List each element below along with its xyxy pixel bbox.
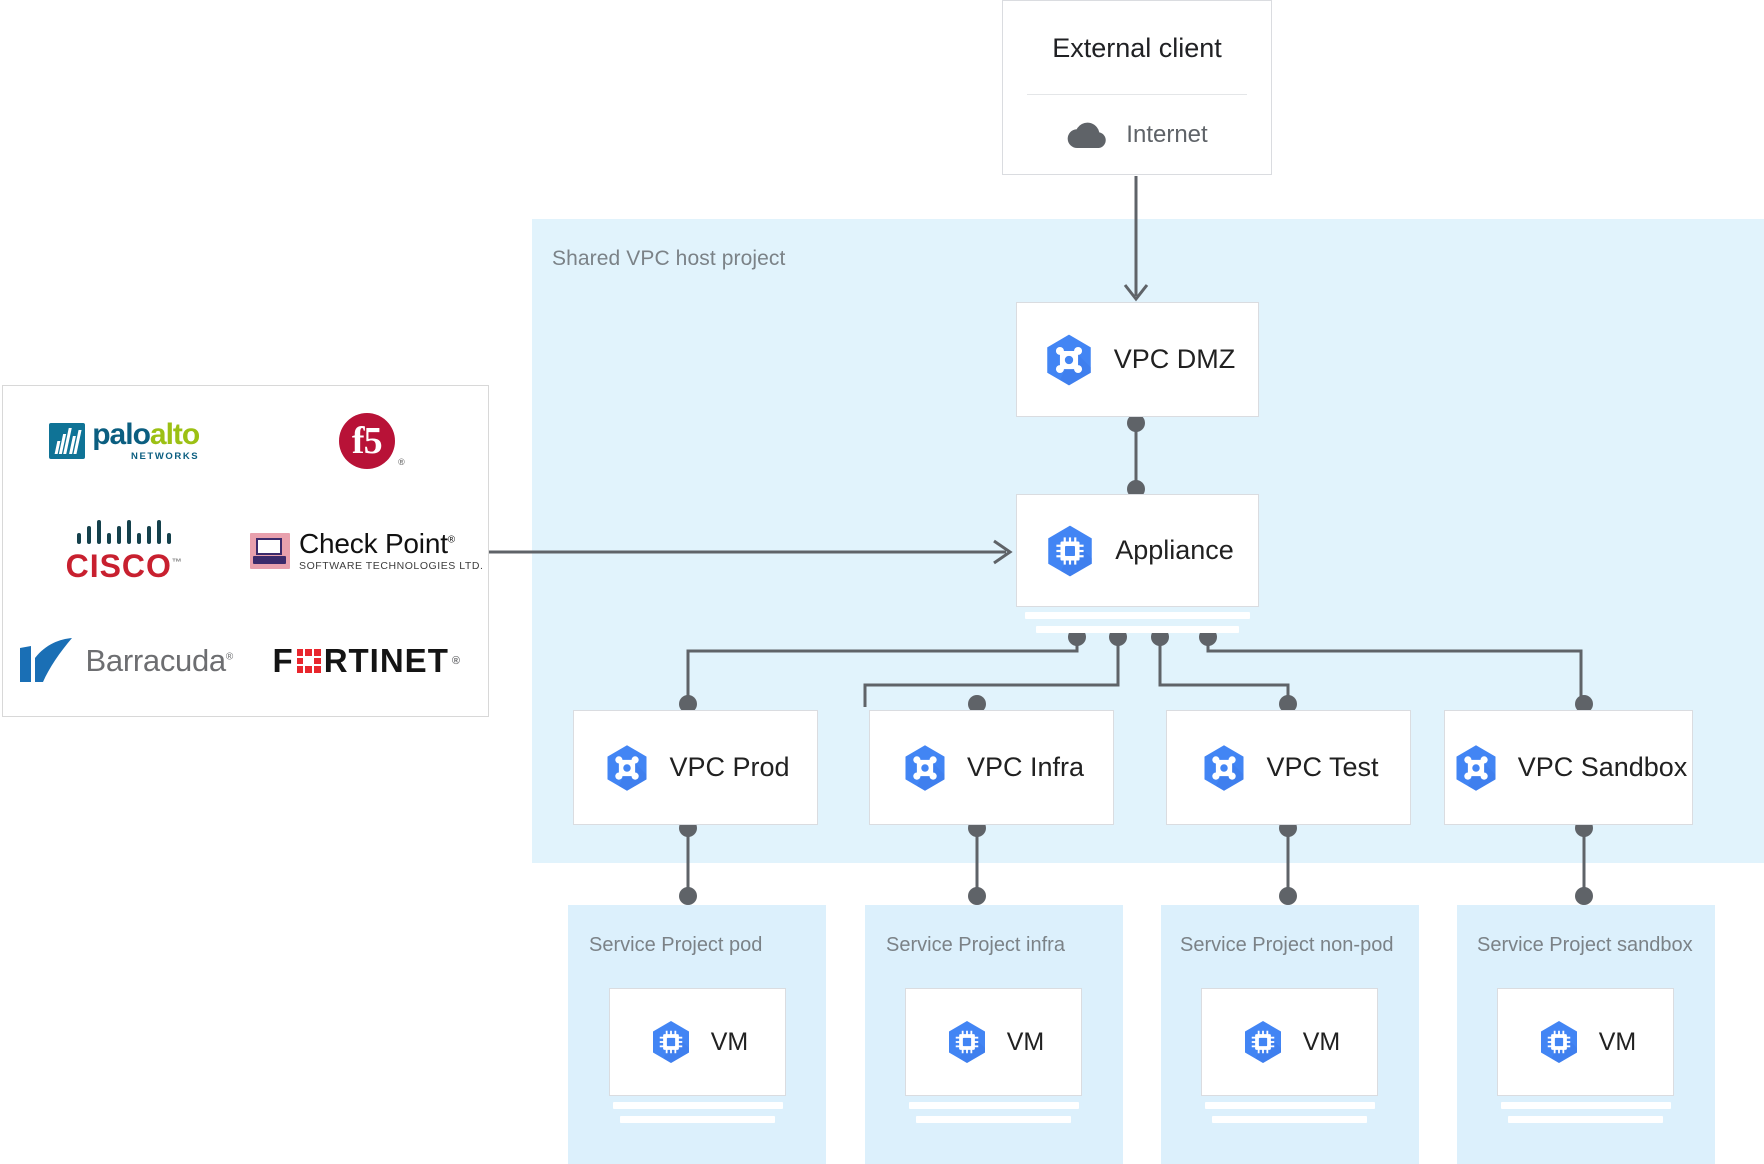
vm-instance-icon xyxy=(943,1018,991,1066)
node-label: VM xyxy=(1006,1027,1045,1056)
service-project-label-pod: Service Project pod xyxy=(589,934,763,956)
node-label: VPC Prod xyxy=(669,752,790,782)
divider xyxy=(1027,94,1247,95)
checkpoint-logo: Check Point® SOFTWARE TECHNOLOGIES LTD. xyxy=(250,530,483,572)
paloalto-mark-icon xyxy=(49,423,86,459)
external-client-card: External client Internet xyxy=(1002,0,1272,175)
node-label: Appliance xyxy=(1115,535,1234,565)
node-vpc-test[interactable]: VPC Test xyxy=(1166,710,1411,825)
service-project-label-nonpod: Service Project non-pod xyxy=(1180,934,1394,956)
fortinet-logo: F RTINET ® xyxy=(273,642,461,680)
node-vm-pod[interactable]: VM xyxy=(609,988,786,1096)
vendor-f5: f5 ® xyxy=(246,386,489,496)
cisco-bars-icon xyxy=(66,518,183,544)
node-label: VPC DMZ xyxy=(1113,344,1236,374)
f5-tm: ® xyxy=(398,457,405,467)
barracuda-reg: ® xyxy=(225,651,233,663)
vendor-cisco: CISCO™ xyxy=(3,496,246,606)
checkpoint-subtitle: SOFTWARE TECHNOLOGIES LTD. xyxy=(299,560,484,573)
node-vpc-infra[interactable]: VPC Infra xyxy=(869,710,1114,825)
checkpoint-reg: ® xyxy=(447,534,455,546)
service-project-label-infra: Service Project infra xyxy=(886,934,1065,956)
cisco-tm: ™ xyxy=(171,556,183,568)
vpc-network-icon xyxy=(1198,742,1250,794)
node-label: VPC Infra xyxy=(966,752,1085,782)
node-label: VPC Sandbox xyxy=(1517,752,1688,782)
vm-instance-icon xyxy=(1535,1018,1583,1066)
fortinet-part2: RTINET xyxy=(323,642,449,679)
vpc-network-icon xyxy=(601,742,653,794)
vendor-logo-panel: paloalto NETWORKS f5 ® xyxy=(2,385,489,717)
vm-instance-icon xyxy=(1239,1018,1287,1066)
node-appliance[interactable]: Appliance xyxy=(1016,494,1259,607)
cisco-wordmark: CISCO xyxy=(65,547,172,584)
node-vm-nonpod[interactable]: VM xyxy=(1201,988,1378,1096)
fortinet-part1: F xyxy=(272,642,294,679)
fortinet-o-icon xyxy=(296,649,321,673)
vendor-checkpoint: Check Point® SOFTWARE TECHNOLOGIES LTD. xyxy=(246,496,489,606)
service-project-label-sandbox: Service Project sandbox xyxy=(1477,934,1693,956)
external-client-title: External client xyxy=(1052,33,1222,63)
cisco-logo: CISCO™ xyxy=(66,518,183,585)
vpc-network-icon xyxy=(1450,742,1502,794)
vpc-network-icon xyxy=(899,742,951,794)
vendor-paloalto: paloalto NETWORKS xyxy=(3,386,246,496)
node-label: VM xyxy=(710,1027,749,1056)
node-vm-infra[interactable]: VM xyxy=(905,988,1082,1096)
cloud-icon xyxy=(1066,121,1108,149)
f5-wordmark: f5 xyxy=(351,420,383,462)
paloalto-word1: palo xyxy=(92,418,151,452)
checkpoint-mark-icon xyxy=(250,533,291,569)
node-vpc-prod[interactable]: VPC Prod xyxy=(573,710,818,825)
vendor-fortinet: F RTINET ® xyxy=(246,606,489,716)
node-vpc-dmz[interactable]: VPC DMZ xyxy=(1016,302,1259,417)
node-vm-sandbox[interactable]: VM xyxy=(1497,988,1674,1096)
vm-instance-icon xyxy=(647,1018,695,1066)
f5-logo: f5 ® xyxy=(338,413,405,469)
checkpoint-wordmark: Check Point xyxy=(299,528,448,560)
node-vpc-sandbox[interactable]: VPC Sandbox xyxy=(1444,710,1693,825)
node-label: VM xyxy=(1302,1027,1341,1056)
barracuda-fin-icon xyxy=(16,638,74,684)
paloalto-word2: alto xyxy=(149,418,200,452)
shared-vpc-host-project-label: Shared VPC host project xyxy=(552,247,786,270)
internet-label: Internet xyxy=(1126,121,1208,148)
node-label: VM xyxy=(1598,1027,1637,1056)
paloalto-subtitle: NETWORKS xyxy=(131,451,200,463)
vendor-barracuda: Barracuda® xyxy=(3,606,246,716)
appliance-chip-icon xyxy=(1041,522,1099,580)
barracuda-logo: Barracuda® xyxy=(16,638,233,684)
vpc-network-icon xyxy=(1040,331,1098,389)
node-label: VPC Test xyxy=(1266,752,1379,782)
fortinet-reg: ® xyxy=(451,655,461,667)
paloalto-logo: paloalto NETWORKS xyxy=(49,418,200,463)
barracuda-wordmark: Barracuda xyxy=(85,643,227,678)
